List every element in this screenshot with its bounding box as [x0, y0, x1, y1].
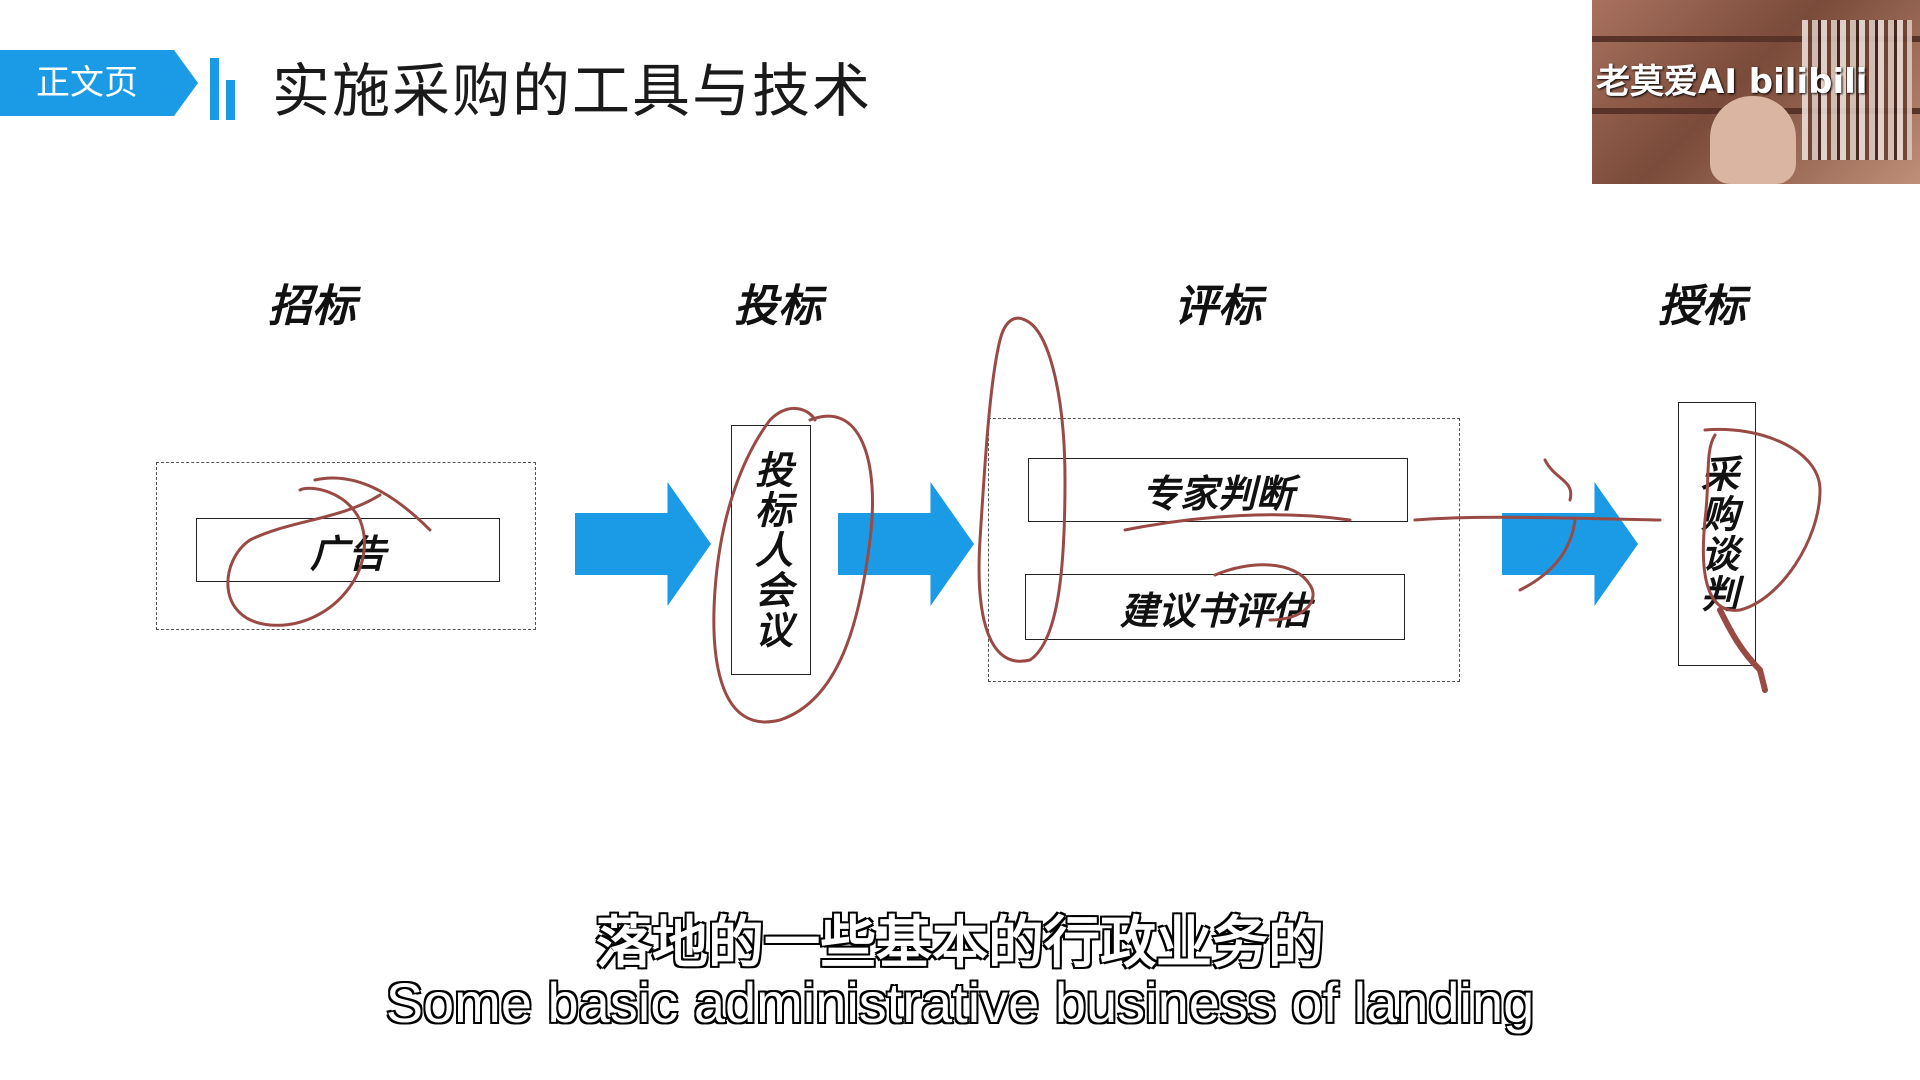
- subtitle-chinese: 落地的一些基本的行政业务的: [595, 910, 1325, 977]
- presenter-video: 老莫爱AI bilibili: [1592, 0, 1920, 184]
- procurement-negotiation-box: 采购谈判: [1678, 402, 1756, 666]
- title-accent-bar-short: [226, 80, 235, 120]
- title-accent-bar: [210, 58, 219, 120]
- stage-heading-evaluation: 评标: [1174, 281, 1262, 332]
- flow-arrow-3: [1502, 482, 1638, 606]
- proposal-evaluation-label: 建议书评估: [1119, 588, 1310, 633]
- flow-arrow-1: [575, 482, 711, 606]
- ad-label: 广告: [309, 531, 386, 576]
- expert-judgment-label: 专家判断: [1141, 471, 1294, 516]
- video-watermark: 老莫爱AI bilibili: [1596, 62, 1868, 102]
- page-title: 实施采购的工具与技术: [272, 57, 873, 125]
- page-type-tag: 正文页: [0, 50, 198, 116]
- subtitle-english: Some basic administrative business of la…: [385, 970, 1536, 1035]
- stage-heading-tender: 招标: [268, 281, 356, 332]
- flow-arrow-2: [838, 482, 974, 606]
- stage-heading-bid: 投标: [734, 281, 822, 332]
- bidders-meeting-label: 投标人会议: [748, 450, 793, 650]
- ad-box: 广告: [196, 518, 500, 582]
- procurement-negotiation-label: 采购谈判: [1694, 454, 1739, 614]
- bidders-meeting-box: 投标人会议: [731, 425, 811, 675]
- stage-heading-award: 授标: [1658, 281, 1746, 332]
- tender-group: [156, 462, 536, 630]
- expert-judgment-box: 专家判断: [1028, 458, 1408, 522]
- presenter-avatar: [1710, 96, 1796, 184]
- proposal-evaluation-box: 建议书评估: [1025, 574, 1405, 640]
